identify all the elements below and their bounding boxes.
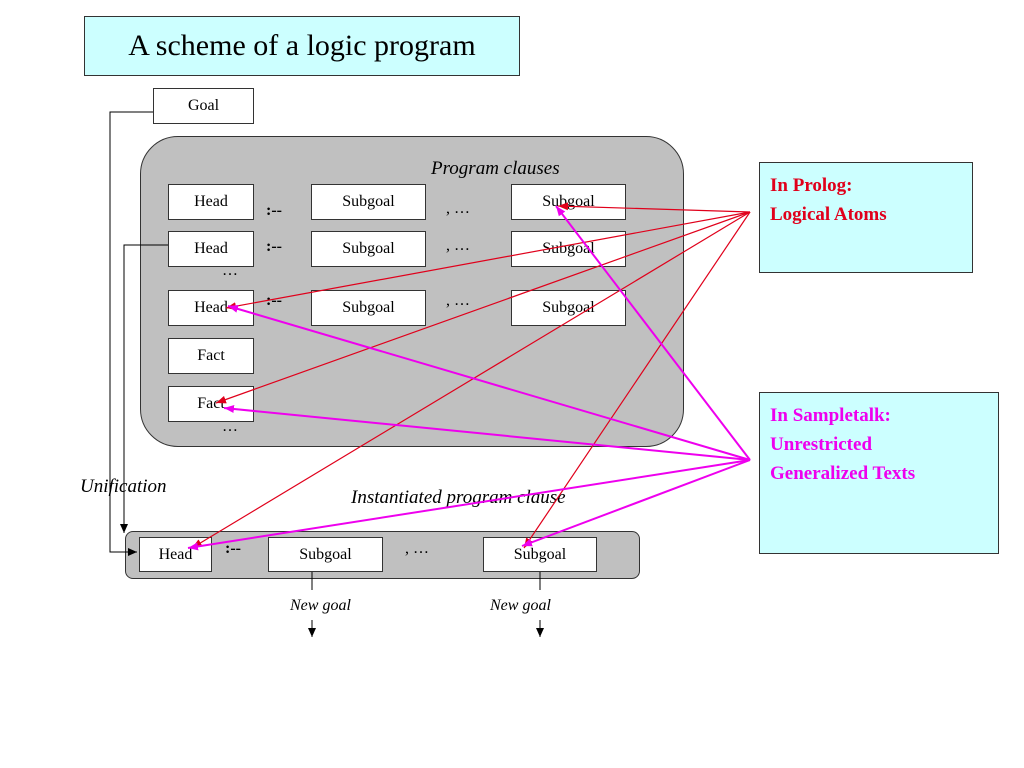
clauses-ellipsis-1: … <box>222 262 238 279</box>
clause-2-neck: :-- <box>266 238 282 255</box>
fact-2: Fact <box>168 386 254 422</box>
page-title: A scheme of a logic program <box>84 16 520 76</box>
sampletalk-note-line-1: In Sampletalk: <box>770 405 891 426</box>
clause-3-subgoal-1: Subgoal <box>311 290 426 326</box>
fact-1: Fact <box>168 338 254 374</box>
clauses-ellipsis-2: … <box>222 418 238 435</box>
prolog-note: In Prolog: Logical Atoms <box>759 162 973 273</box>
sampletalk-note-line-2: Unrestricted <box>770 434 873 455</box>
clause-1-neck: :-- <box>266 202 282 219</box>
clause-1-separator: , … <box>446 200 470 217</box>
prolog-note-line-2: Logical Atoms <box>770 204 887 225</box>
clause-3-separator: , … <box>446 292 470 309</box>
clause-2-subgoal-2: Subgoal <box>511 231 626 267</box>
instantiated-head: Head <box>139 537 212 572</box>
clause-3-neck: :-- <box>266 292 282 309</box>
instantiated-subgoal-1: Subgoal <box>268 537 383 572</box>
goal-box: Goal <box>153 88 254 124</box>
clause-3-head: Head <box>168 290 254 326</box>
instantiated-separator: , … <box>405 540 429 557</box>
instantiated-label: Instantiated program clause <box>351 487 566 508</box>
clause-1-head: Head <box>168 184 254 220</box>
new-goal-label-2: New goal <box>490 597 551 614</box>
clause-1-subgoal-1: Subgoal <box>311 184 426 220</box>
clause-2-subgoal-1: Subgoal <box>311 231 426 267</box>
instantiated-subgoal-2: Subgoal <box>483 537 597 572</box>
clause-2-separator: , … <box>446 237 470 254</box>
new-goal-label-1: New goal <box>290 597 351 614</box>
clause-1-subgoal-2: Subgoal <box>511 184 626 220</box>
instantiated-neck: :-- <box>225 540 241 557</box>
clause-3-subgoal-2: Subgoal <box>511 290 626 326</box>
prolog-note-line-1: In Prolog: <box>770 175 853 196</box>
clause-2-head: Head <box>168 231 254 267</box>
unification-label: Unification <box>80 476 167 497</box>
sampletalk-note: In Sampletalk: Unrestricted Generalized … <box>759 392 999 554</box>
sampletalk-note-line-3: Generalized Texts <box>770 463 916 484</box>
program-clauses-label: Program clauses <box>431 158 560 179</box>
